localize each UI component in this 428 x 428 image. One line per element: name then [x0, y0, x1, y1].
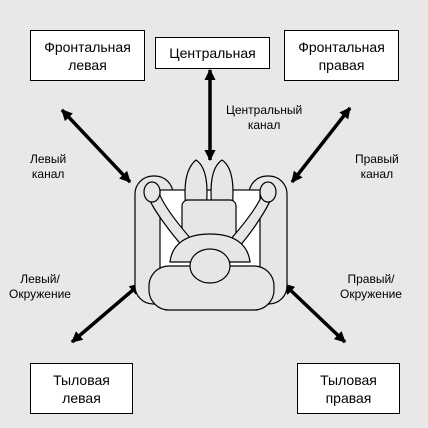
rear-right-arrow — [284, 284, 345, 342]
front-left-arrow — [62, 110, 130, 182]
listener-chair — [135, 160, 287, 310]
speaker-front-right: Фронтальная правая — [284, 30, 399, 81]
speaker-front-left: Фронтальная левая — [30, 30, 145, 81]
speaker-rear-left: Тыловая левая — [30, 363, 133, 414]
label-left-channel: Левый канал — [30, 152, 66, 182]
speaker-center: Центральная — [155, 37, 270, 69]
label-right-surround: Правый/ Окружение — [340, 272, 402, 302]
label-left-surround: Левый/ Окружение — [9, 272, 71, 302]
label-right-channel: Правый канал — [355, 152, 399, 182]
speaker-rear-right: Тыловая правая — [297, 363, 400, 414]
label-center-channel: Центральный канал — [226, 103, 302, 133]
rear-left-arrow — [72, 284, 140, 342]
